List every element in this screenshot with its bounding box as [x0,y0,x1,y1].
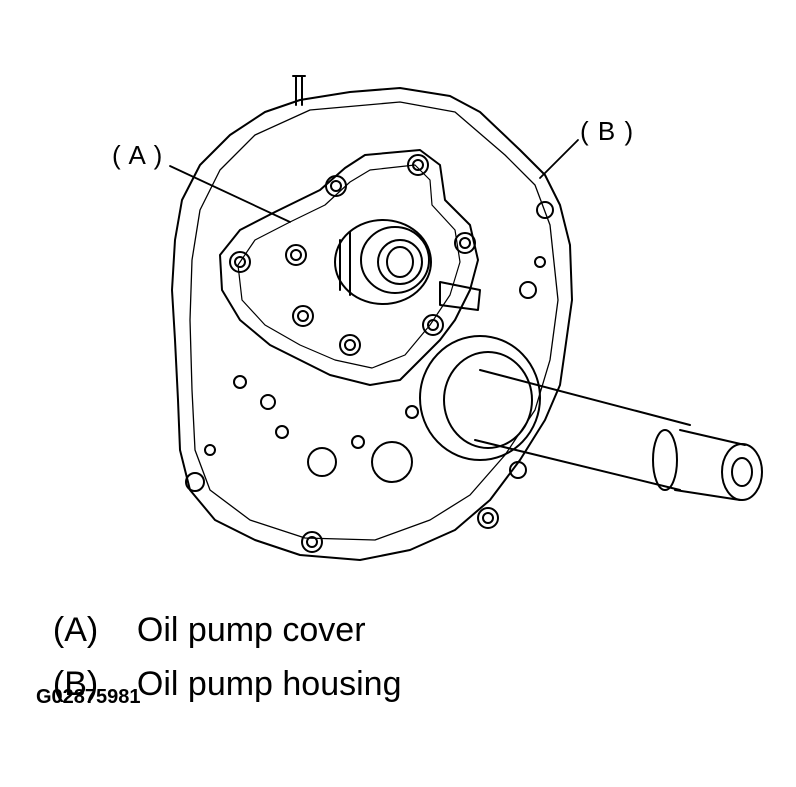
oil-pump-housing-outline [171,87,573,561]
cover-inner-edge [237,164,461,369]
callout-b-leader [539,139,579,179]
oil-pump-cover-outline [219,149,479,386]
callout-b-label: ( B ) [580,116,635,146]
legend-key: (A) [52,611,99,649]
housing-inner-rim [189,101,559,541]
legend-row-a: (A) Oil pump cover [34,572,366,650]
legend-key: (B) [52,665,99,703]
pump-hub [334,219,481,311]
legend-label: Oil pump housing [136,665,402,703]
cover-bolts [229,154,476,356]
legend-row-b: (B) Oil pump housing [34,626,402,704]
callout-a-label: ( A ) [112,140,164,170]
legend-label: Oil pump cover [136,611,366,649]
housing-holes [185,201,554,553]
housing-pin [292,75,306,106]
figure-id: G02875981 [36,686,141,708]
callout-a-leader [169,165,291,223]
output-shaft [419,335,763,501]
